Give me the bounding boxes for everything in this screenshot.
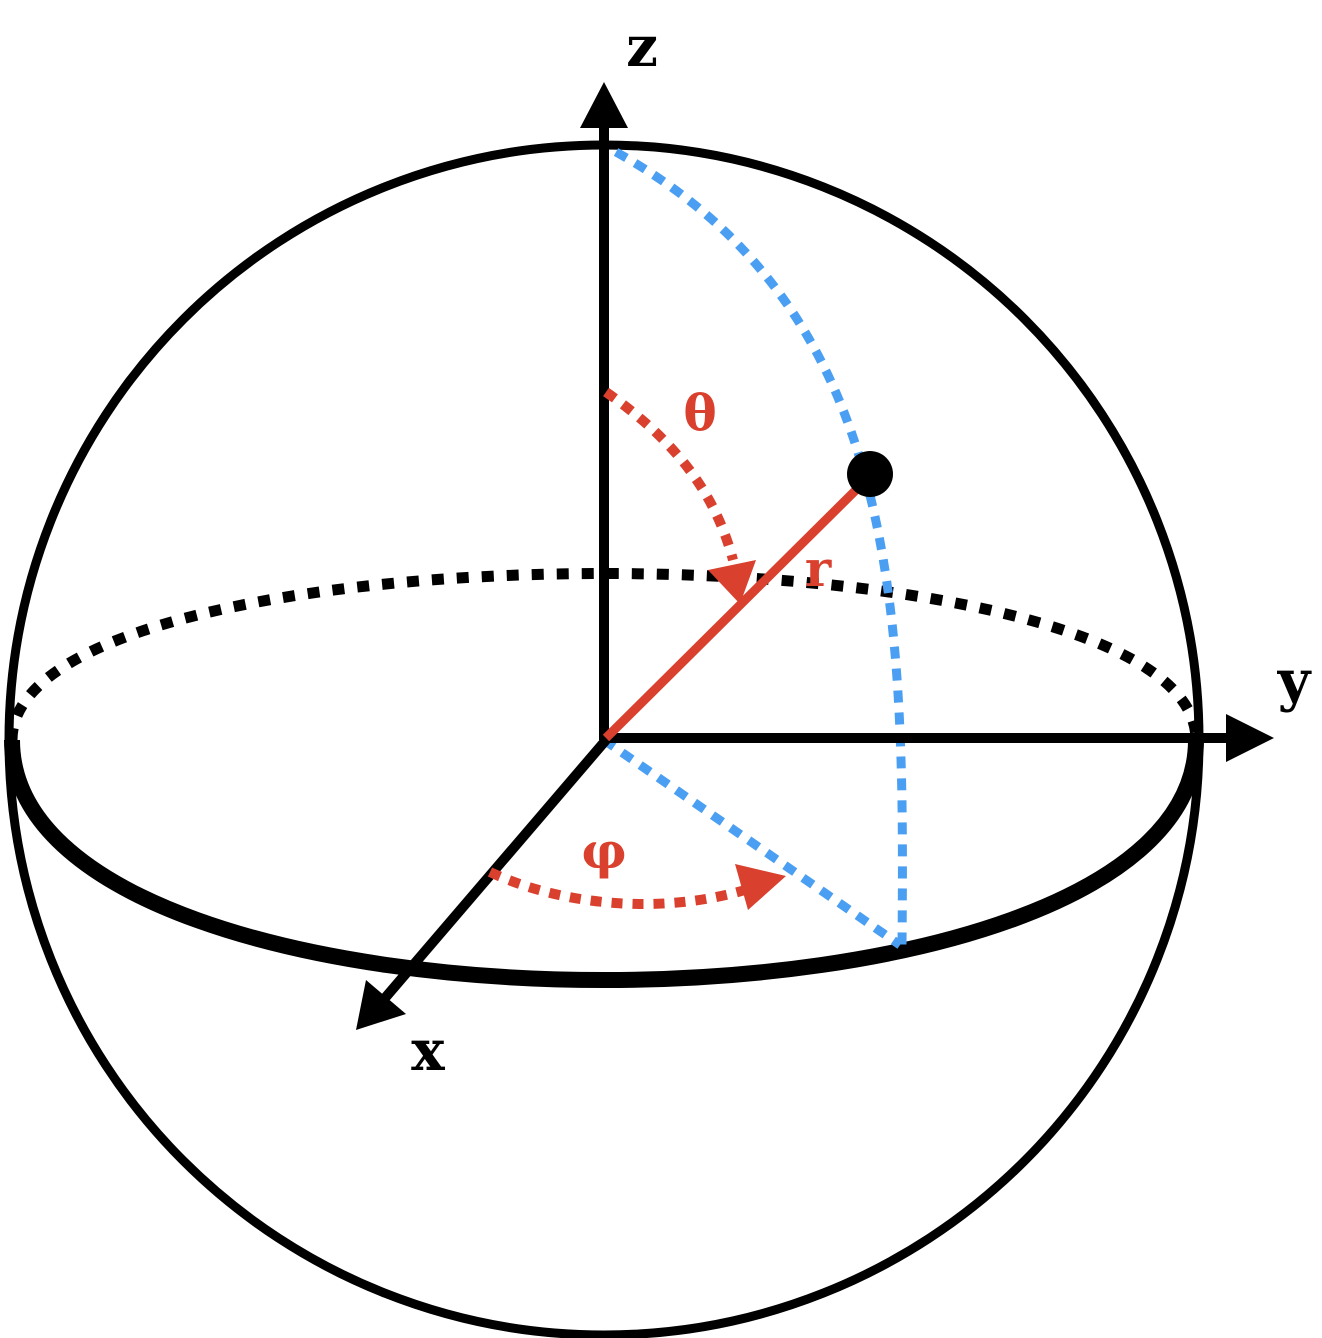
point-marker [847,451,893,497]
equator-back-dotted [6,568,1202,741]
x-axis [381,736,610,1002]
x-axis-label: x [411,1018,445,1084]
z-axis-arrowhead [580,82,628,128]
projection-guide-line [601,736,903,949]
x-axis-arrowhead [356,980,406,1030]
r-vector [602,476,870,742]
equator-front [4,739,1204,988]
y-axis-label: y [1277,648,1312,714]
theta-label: θ [683,383,716,442]
phi-label: φ [581,821,626,880]
phi-arc [487,867,747,909]
r-label: r [805,539,832,598]
y-axis-arrowhead [1226,714,1274,762]
theta-arc [603,387,738,562]
meridian-guide-arc [613,148,907,946]
phi-arrowhead [735,864,786,910]
z-axis-label: z [626,14,658,80]
theta-arrowhead [708,560,756,604]
